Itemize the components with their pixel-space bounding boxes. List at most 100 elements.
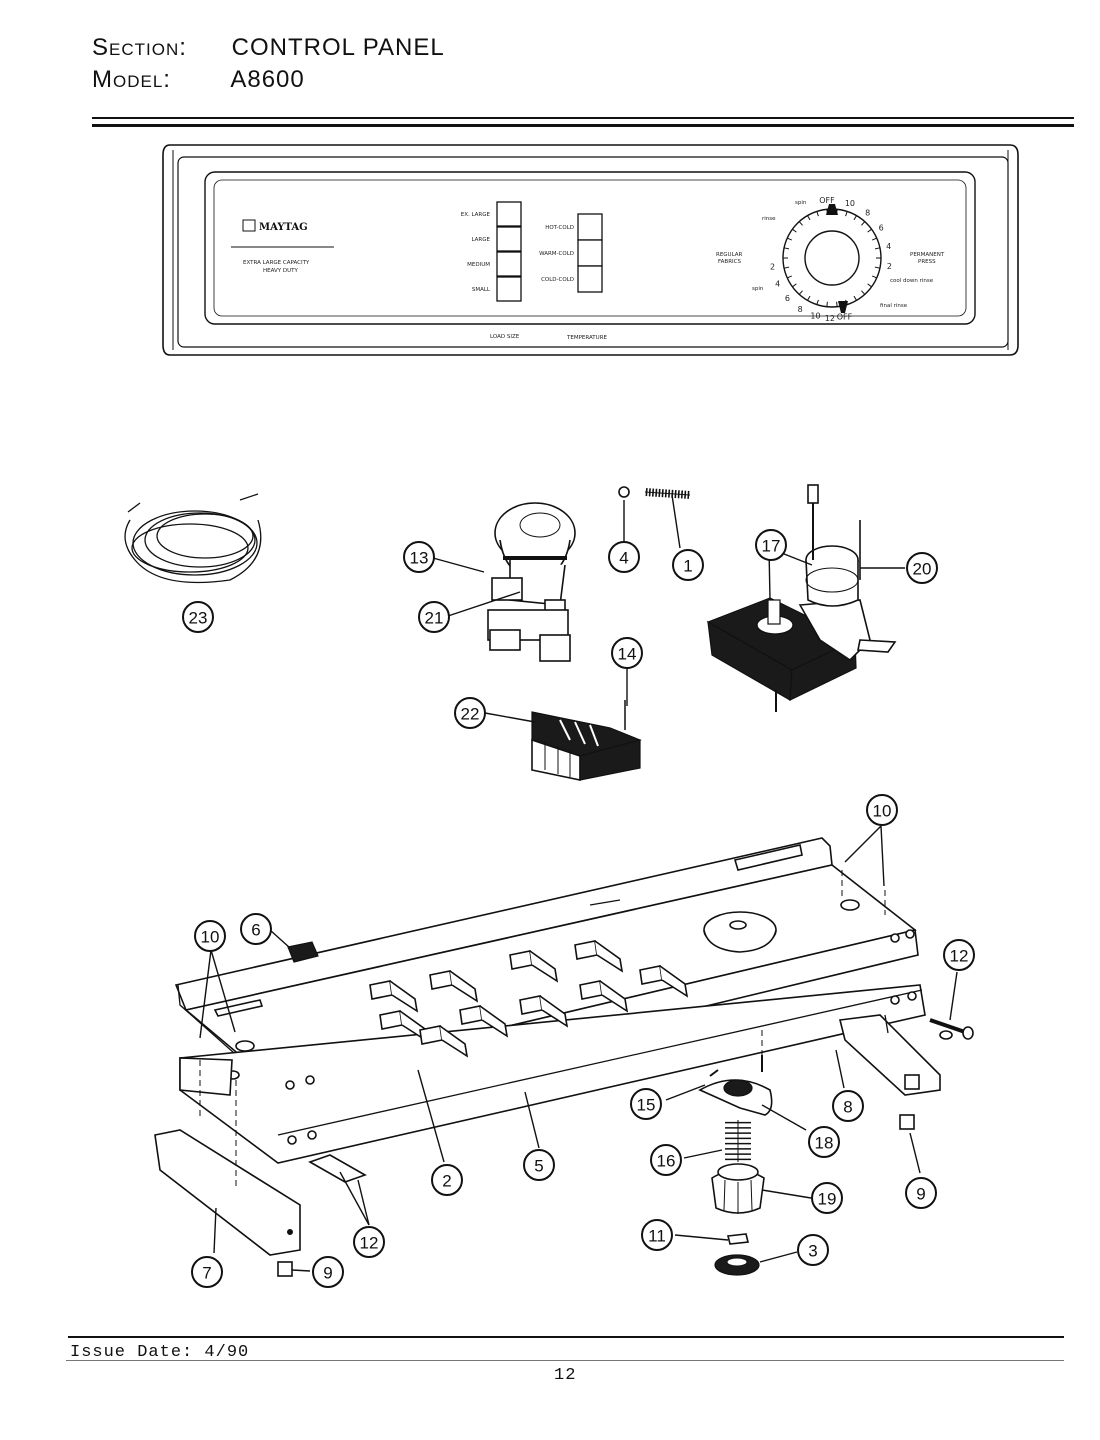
- section-label: Section:: [92, 34, 187, 61]
- switch-bracket: [419, 1025, 469, 1058]
- callout-label: 18: [808, 1126, 840, 1158]
- callout-number: 12: [950, 947, 969, 966]
- callout-number: 17: [762, 537, 781, 556]
- callout-number: 20: [913, 560, 932, 579]
- callout-label: 21: [418, 601, 450, 633]
- callout-label: 10: [866, 794, 898, 826]
- switch-bracket: [579, 980, 629, 1013]
- callout-label: 12: [943, 939, 975, 971]
- callout-number: 6: [251, 921, 260, 940]
- section-heading: Section: CONTROL PANEL: [92, 34, 445, 62]
- clip-part-left: [277, 1261, 293, 1277]
- brand-name: MAYTAG: [259, 222, 308, 233]
- callout-label: 22: [454, 697, 486, 729]
- header-rule-2: [92, 124, 1074, 127]
- callout-label: 10: [194, 920, 226, 952]
- pressure-switch-part: [487, 502, 576, 662]
- temperature-label: HOT-COLD: [545, 225, 574, 231]
- load-size-label: EX. LARGE: [461, 212, 491, 218]
- callout-number: 8: [843, 1098, 852, 1117]
- callout-label: 13: [403, 541, 435, 573]
- callout-label: 6: [240, 913, 272, 945]
- dial-mark: 6: [879, 223, 884, 232]
- temperature-button[interactable]: WARM-COLD: [539, 239, 603, 267]
- screw-part: [929, 1018, 974, 1040]
- brand-logo-icon: [242, 219, 256, 232]
- load-size-button[interactable]: MEDIUM: [467, 251, 522, 277]
- dial-mark: 8: [865, 208, 870, 217]
- callout-number: 23: [189, 609, 208, 628]
- model-heading: Model: A8600: [92, 66, 305, 94]
- callout-label: 15: [630, 1088, 662, 1120]
- dial-mark: 2: [887, 262, 892, 271]
- dial-mark: OFF: [837, 313, 853, 322]
- callout-label: 17: [755, 529, 787, 561]
- dial-right-label-1: PERMANENT: [910, 252, 945, 258]
- callout-number: 12: [360, 1234, 379, 1253]
- brand-subtitle-2: HEAVY DUTY: [263, 268, 299, 274]
- load-size-label: SMALL: [472, 287, 491, 293]
- switch-bracket: [459, 1005, 509, 1038]
- callout-number: 21: [425, 609, 444, 628]
- dial-word: final rinse: [880, 303, 908, 309]
- callout-number: 10: [873, 802, 892, 821]
- knob-assembly: [698, 1055, 773, 1276]
- dial-mark: 12: [825, 314, 835, 323]
- dial-mark: 10: [810, 312, 820, 321]
- dial-mark: 10: [845, 199, 855, 208]
- load-size-button[interactable]: SMALL: [472, 276, 522, 302]
- switch-bracket: [519, 995, 569, 1028]
- load-size-button[interactable]: LARGE: [471, 226, 522, 252]
- callout-number: 5: [534, 1157, 543, 1176]
- temperature-button[interactable]: HOT-COLD: [545, 213, 603, 241]
- callout-label: 20: [906, 552, 938, 584]
- connector-part: [287, 941, 319, 963]
- callout-number: 15: [637, 1096, 656, 1115]
- callout-number: 3: [808, 1242, 817, 1261]
- dial-mark: 4: [775, 279, 780, 288]
- callout-number: 16: [657, 1152, 676, 1171]
- callout-label: 9: [312, 1256, 344, 1288]
- spring-icon: [644, 488, 691, 499]
- timer-dial[interactable]: [782, 204, 882, 313]
- temperature-button[interactable]: COLD-COLD: [541, 265, 603, 293]
- wire-harness-part: [124, 493, 262, 584]
- dial-word: spin: [752, 286, 764, 292]
- callout-label: 1: [672, 549, 704, 581]
- dial-mark: OFF: [819, 196, 835, 205]
- temperature-caption: TEMPERATURE: [566, 335, 608, 341]
- callout-number: 4: [619, 549, 628, 568]
- switch-bracket: [509, 950, 559, 983]
- dial-word: rinse: [762, 216, 776, 222]
- callout-number: 13: [410, 549, 429, 568]
- dial-left-label-1: REGULAR: [716, 252, 743, 258]
- load-size-button[interactable]: EX. LARGE: [461, 201, 522, 227]
- callout-label: 8: [832, 1090, 864, 1122]
- callout-number: 7: [202, 1264, 211, 1283]
- callout-number: 14: [618, 645, 637, 664]
- callouts: 1234567899101011121213141516171819202122…: [182, 529, 975, 1288]
- issue-date: Issue Date: 4/90: [70, 1343, 250, 1362]
- callout-number: 10: [201, 928, 220, 947]
- callout-number: 2: [442, 1172, 451, 1191]
- dial-right-label-2: PRESS: [918, 259, 936, 265]
- switch-bracket: [574, 940, 624, 973]
- callout-label: 2: [431, 1164, 463, 1196]
- clip-and-spring-parts: [618, 486, 691, 499]
- temperature-selector: HOT-COLD WARM-COLD COLD-COLD: [539, 213, 603, 293]
- model-value: A8600: [230, 66, 305, 93]
- clip-part-right: [899, 1114, 915, 1130]
- callout-number: 19: [818, 1190, 837, 1209]
- temperature-label: COLD-COLD: [541, 277, 574, 283]
- dial-word: spin: [795, 200, 807, 206]
- page-number: 12: [554, 1366, 577, 1385]
- callout-label: 7: [191, 1256, 223, 1288]
- callout-label: 19: [811, 1182, 843, 1214]
- callout-number: 22: [461, 705, 480, 724]
- callout-number: 18: [815, 1134, 834, 1153]
- callout-label: 14: [611, 637, 643, 669]
- dial-word: cool down rinse: [890, 278, 934, 284]
